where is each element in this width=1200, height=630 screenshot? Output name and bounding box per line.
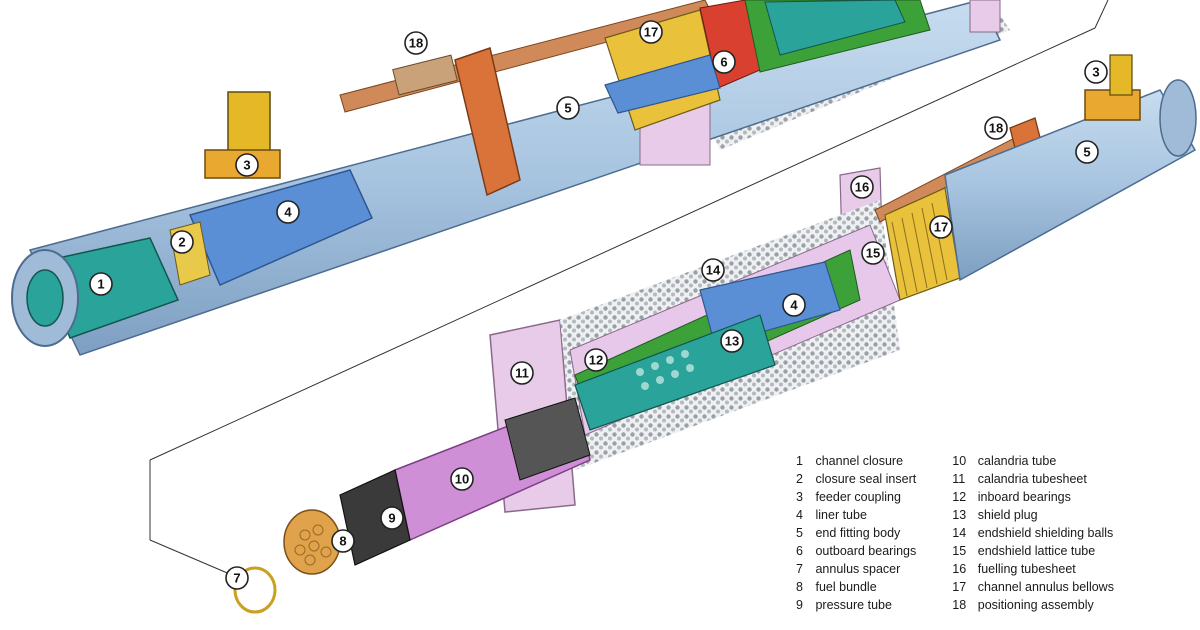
svg-text:5: 5 [564,101,571,116]
callout-14: 14 [701,258,725,282]
svg-text:17: 17 [644,25,658,40]
legend-column-1: 1 channel closure 2 closure seal insert … [796,452,916,614]
svg-text:8: 8 [339,534,346,549]
svg-text:5: 5 [1083,145,1090,160]
legend-item: 16 fuelling tubesheet [952,562,1076,576]
legend-item: 8 fuel bundle [796,580,877,594]
svg-text:7: 7 [233,571,240,586]
svg-text:3: 3 [1092,65,1099,80]
svg-text:6: 6 [720,55,727,70]
callout-3b: 3 [1084,60,1108,84]
legend-item: 14 endshield shielding balls [952,526,1114,540]
svg-text:16: 16 [855,180,869,195]
legend-column-2: 10 calandria tube 11 calandria tubesheet… [952,452,1114,614]
legend-item: 3 feeder coupling [796,490,901,504]
upper-positioning-collar [454,47,521,197]
callout-17a: 17 [639,20,663,44]
callout-12: 12 [584,348,608,372]
callout-9: 9 [380,506,404,530]
legend-item: 10 calandria tube [952,454,1057,468]
svg-text:14: 14 [706,263,721,278]
parts-legend: 1 channel closure 2 closure seal insert … [796,452,1114,614]
legend-item: 2 closure seal insert [796,472,917,486]
svg-text:18: 18 [409,36,423,51]
callout-5a: 5 [556,96,580,120]
svg-text:15: 15 [866,246,880,261]
svg-text:3: 3 [243,158,250,173]
legend-item: 9 pressure tube [796,598,892,612]
callout-18a: 18 [404,31,428,55]
legend-item: 13 shield plug [952,508,1038,522]
legend-item: 15 endshield lattice tube [952,544,1096,558]
legend-item: 12 inboard bearings [952,490,1071,504]
callout-6: 6 [712,50,736,74]
svg-text:4: 4 [790,298,798,313]
callout-11: 11 [510,361,534,385]
callout-5b: 5 [1075,140,1099,164]
legend-item: 17 channel annulus bellows [952,580,1114,594]
svg-text:18: 18 [989,121,1003,136]
svg-text:9: 9 [388,511,395,526]
svg-text:4: 4 [284,205,292,220]
upper-liner-tube [188,169,373,286]
callout-7: 7 [225,566,249,590]
callout-1: 1 [89,272,113,296]
lower-annulus-spacer [233,566,277,614]
callout-18b: 18 [984,116,1008,140]
callout-4b: 4 [782,293,806,317]
svg-text:2: 2 [178,235,185,250]
svg-text:10: 10 [455,472,469,487]
upper-channel-assembly [11,0,1010,356]
svg-text:13: 13 [725,334,739,349]
lower-end-fitting-body [944,89,1197,282]
legend-item: 4 liner tube [796,508,867,522]
svg-text:17: 17 [934,220,948,235]
callout-16: 16 [850,175,874,199]
legend-item: 1 channel closure [796,454,904,468]
callout-13: 13 [720,329,744,353]
callout-3a: 3 [235,153,259,177]
legend-item: 11 calandria tubesheet [952,472,1087,486]
svg-text:1: 1 [97,277,104,292]
shield-plug-holes [636,350,694,390]
legend-item: 6 outboard bearings [796,544,917,558]
callout-8: 8 [331,529,355,553]
svg-text:11: 11 [515,366,529,381]
legend-item: 18 positioning assembly [952,598,1094,612]
callout-17b: 17 [929,215,953,239]
callout-2: 2 [170,230,194,254]
callout-4a: 4 [276,200,300,224]
callout-15: 15 [861,241,885,265]
upper-outboard-bearing [604,54,721,114]
legend-item: 5 end fitting body [796,526,901,540]
guide-lines [149,0,1109,576]
upper-shield-plug [764,0,906,56]
legend-item: 7 annulus spacer [796,562,901,576]
callout-10: 10 [450,467,474,491]
svg-text:12: 12 [589,353,603,368]
